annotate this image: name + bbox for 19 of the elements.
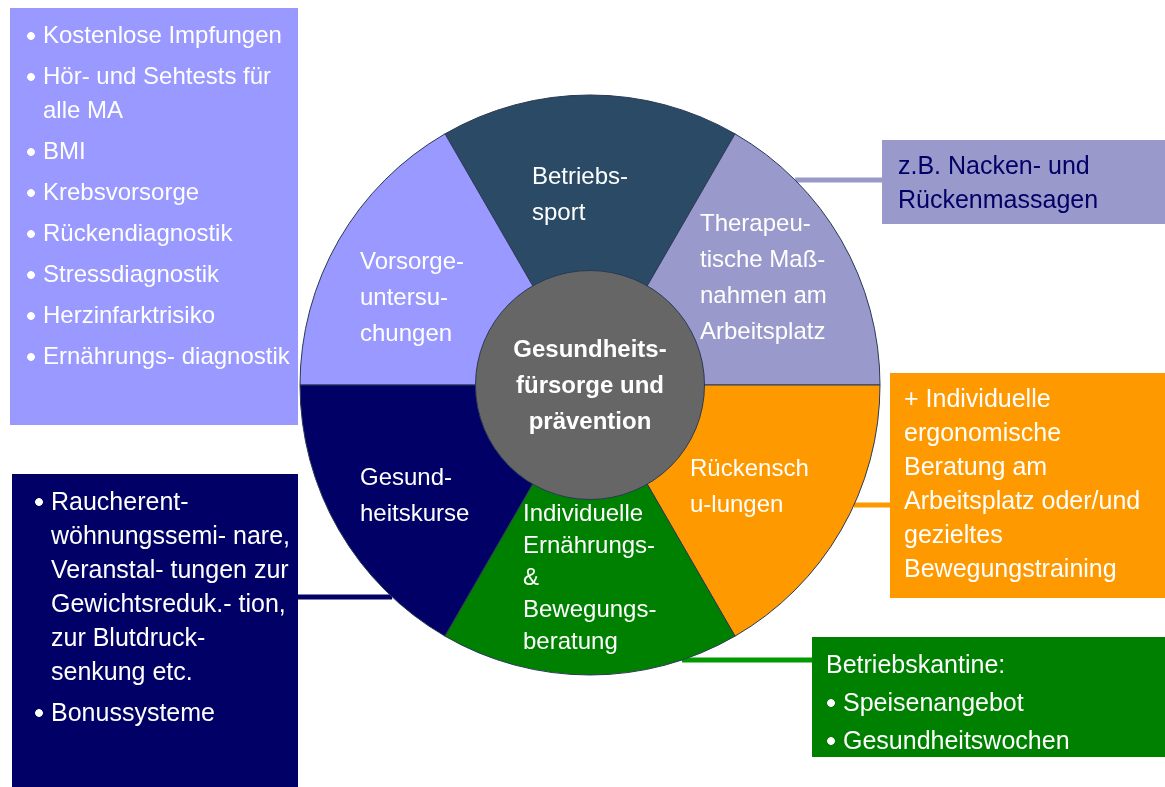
callout-box	[890, 373, 1165, 598]
callout-box	[12, 474, 298, 787]
segment-label: Individuelle Ernährungs- & Bewegungs- beratung	[523, 498, 658, 656]
callout-text: z.B. Nacken- und Rückenmassagen	[898, 150, 1100, 215]
connector-line	[298, 594, 393, 600]
connector-line	[682, 657, 812, 663]
connector-line	[854, 502, 890, 508]
callout-text: Betriebskantine:	[826, 649, 1007, 680]
segment-label: Rückensch u-lungen	[690, 453, 810, 519]
segment-label: Gesund- heitskurse	[360, 462, 471, 528]
callout-box	[10, 8, 298, 425]
hub-label: Gesundheits- fürsorge und prävention	[512, 334, 668, 436]
callout-box	[882, 140, 1165, 224]
callout-box	[812, 637, 1165, 757]
callout-text: + Individuelle ergonomische Beratung am Arbeitsplatz oder/und gezieltes Bewegungstraining	[904, 383, 1142, 584]
connector-line	[795, 177, 882, 183]
segment-label: Vorsorge- untersu- chungen	[360, 246, 466, 348]
segment-label: Betriebs- sport	[532, 161, 630, 227]
segment-label: Therapeu- tische Maß- nahmen am Arbeitsplatz	[700, 208, 828, 346]
